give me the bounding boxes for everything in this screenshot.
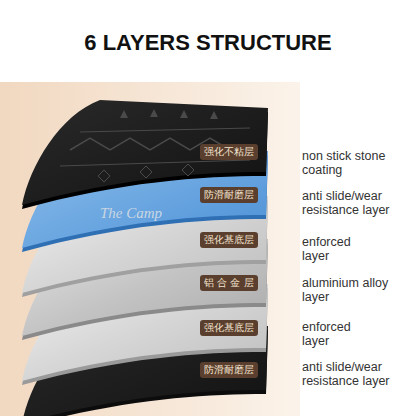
- layer-tag: 强化不粘层: [200, 144, 258, 160]
- layer-label: non stick stone coating: [302, 150, 386, 178]
- tag-text: 铝 合 金 层: [204, 277, 254, 289]
- layer-label: enforced layer: [302, 321, 372, 349]
- watermark: The Camp: [100, 205, 190, 222]
- tag-text: 强化基底层: [204, 234, 254, 246]
- tag-text: 强化基底层: [204, 322, 254, 334]
- layer-label: anti slide/wear resistance layer: [302, 361, 412, 389]
- layer-label: anti slide/wear resistance layer: [302, 190, 412, 218]
- tag-text: 防滑耐磨层: [204, 364, 254, 376]
- tag-text: 强化不粘层: [204, 146, 254, 158]
- layer-label: enforced layer: [302, 236, 372, 264]
- layer-tag: 防滑耐磨层: [200, 362, 258, 378]
- layer-tag: 强化基底层: [200, 232, 258, 248]
- layer-tag: 强化基底层: [200, 320, 258, 336]
- layer-tag: 铝 合 金 层: [200, 275, 258, 291]
- title: 6 LAYERS STRUCTURE: [0, 30, 416, 56]
- tag-text: 防滑耐磨层: [204, 189, 254, 201]
- top-black-layer: [22, 100, 268, 209]
- layer-tag: 防滑耐磨层: [200, 187, 258, 203]
- layer-label: aluminium alloy layer: [302, 277, 406, 305]
